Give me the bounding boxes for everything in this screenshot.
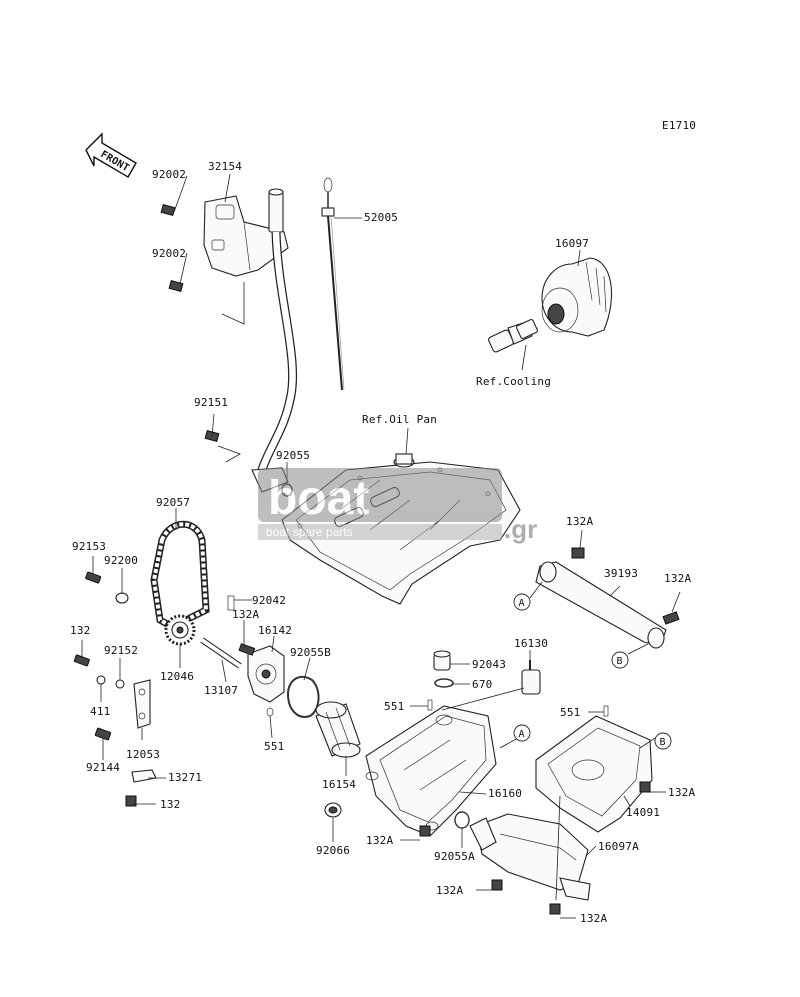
svg-text:A: A — [519, 729, 525, 740]
cover-14091 — [535, 715, 653, 833]
part-label: 92055A — [434, 850, 475, 863]
callout-A-2: A — [513, 724, 531, 742]
part-label: 92152 — [104, 644, 138, 657]
oil-filter-16097 — [541, 257, 613, 337]
part-label: 52005 — [364, 211, 398, 224]
part-label: 16160 — [488, 787, 522, 800]
rotor-16154 — [315, 701, 361, 758]
part-label: 92153 — [72, 540, 106, 553]
callout-B-2: B — [654, 732, 672, 750]
callout-A-1: A — [513, 593, 531, 611]
shaft-13107 — [200, 637, 242, 669]
part-label: 16142 — [258, 624, 292, 637]
part-label: 92002 — [152, 168, 186, 181]
watermark-sub: boat spare parts — [266, 525, 353, 539]
part-label: 16097 — [555, 237, 589, 250]
watermark-main: boat — [268, 472, 369, 525]
ref-cooling: Ref.Cooling — [476, 375, 551, 388]
part-label: 132A — [668, 786, 695, 799]
part-label: 92200 — [104, 554, 138, 567]
part-label: 92055B — [290, 646, 331, 659]
part-label: 13107 — [204, 684, 238, 697]
part-label: 132A — [566, 515, 593, 528]
part-label: 92144 — [86, 761, 120, 774]
chain-92057 — [150, 520, 210, 635]
part-label: 132 — [70, 624, 90, 637]
pump-16142 — [247, 645, 285, 703]
part-label: 132A — [664, 572, 691, 585]
svg-text:A: A — [519, 598, 525, 609]
guide-12053 — [133, 679, 151, 729]
part-label: 551 — [264, 740, 284, 753]
part-label: 12053 — [126, 748, 160, 761]
part-label: 92057 — [156, 496, 190, 509]
part-label: 14091 — [626, 806, 660, 819]
part-label: 551 — [560, 706, 580, 719]
part-label: 16130 — [514, 637, 548, 650]
dipstick-52005 — [321, 177, 345, 391]
leader-lines — [81, 173, 681, 919]
part-label: 12046 — [160, 670, 194, 683]
part-label: 132A — [232, 608, 259, 621]
part-label: 132A — [580, 912, 607, 925]
part-label: 92066 — [316, 844, 350, 857]
collar-92066 — [324, 802, 342, 818]
part-label: 670 — [472, 678, 492, 691]
part-label: 39193 — [604, 567, 638, 580]
front-arrow-icon: FRONT — [85, 132, 137, 178]
part-label: 16097A — [598, 840, 639, 853]
part-label: 132A — [436, 884, 463, 897]
svg-text:B: B — [660, 737, 666, 748]
part-label: 92043 — [472, 658, 506, 671]
part-labels: 92002 32154 92002 52005 16097 92151 9205… — [70, 160, 695, 925]
watermark-suffix: .gr — [504, 514, 537, 544]
ref-oil-pan: Ref.Oil Pan — [362, 413, 437, 426]
gasket-92055B — [286, 675, 320, 718]
svg-text:B: B — [617, 656, 623, 667]
part-label: 92042 — [252, 594, 286, 607]
bracket-32154 — [203, 195, 289, 277]
pump-body-16160 — [365, 705, 497, 837]
pipe-39193 — [535, 547, 680, 649]
part-label: 13271 — [168, 771, 202, 784]
part-label: 92151 — [194, 396, 228, 409]
part-label: 16154 — [322, 778, 356, 791]
diagram-code: E1710 — [662, 119, 696, 132]
part-label: 92055 — [276, 449, 310, 462]
callout-B-1: B — [611, 651, 629, 669]
sprocket-12046 — [164, 614, 196, 646]
watermark-logo: boat .gr boat spare parts — [258, 468, 537, 544]
part-label: 132 — [160, 798, 180, 811]
sensor-group — [433, 650, 541, 695]
oring-92055A — [454, 811, 470, 829]
part-label: 32154 — [208, 160, 242, 173]
part-label: 92002 — [152, 247, 186, 260]
part-label: 411 — [90, 705, 110, 718]
cooler-16097A — [419, 813, 591, 915]
part-label: 551 — [384, 700, 404, 713]
cooling-fitting — [488, 318, 539, 353]
part-label: 132A — [366, 834, 393, 847]
